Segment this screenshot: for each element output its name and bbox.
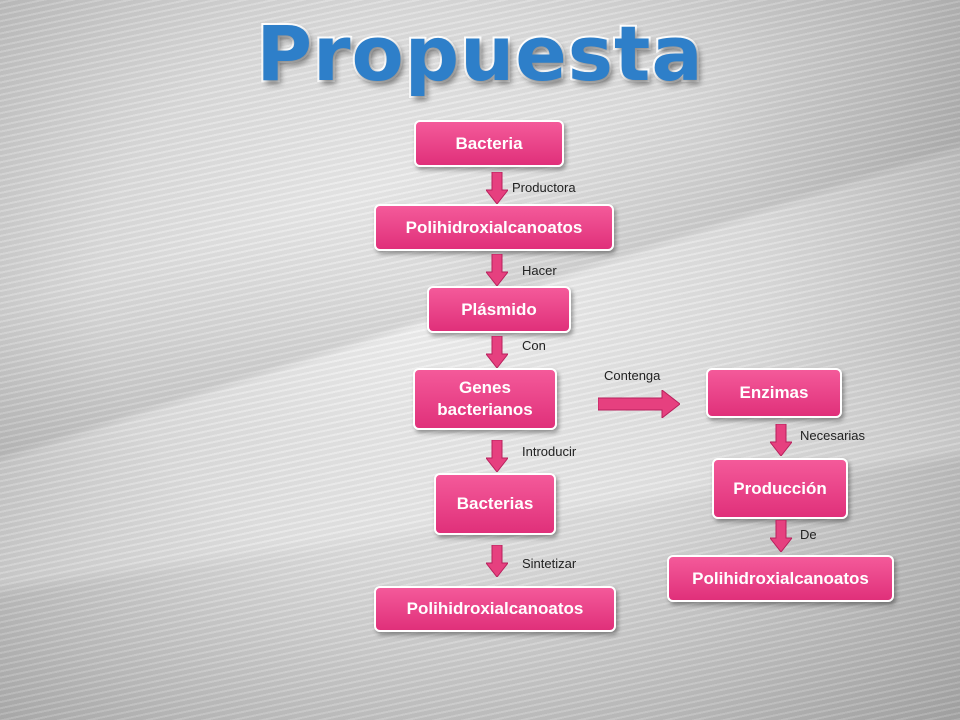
edge-label-de: De bbox=[800, 527, 817, 542]
arrow-down-icon bbox=[486, 440, 508, 472]
edge-label-contenga: Contenga bbox=[604, 368, 661, 383]
edge-label-con: Con bbox=[522, 338, 546, 353]
node-bacterias: Bacterias bbox=[434, 473, 556, 535]
edge-label-hacer: Hacer bbox=[522, 263, 557, 278]
arrow-down-icon bbox=[770, 424, 792, 456]
edge-label-introducir: Introducir bbox=[522, 444, 577, 459]
arrow-down-icon bbox=[486, 545, 508, 577]
node-genes-bacterianos: Genes bacterianos bbox=[413, 368, 557, 430]
edge-label-sintetizar: Sintetizar bbox=[522, 556, 577, 571]
arrow-right-icon bbox=[598, 390, 680, 418]
node-polihidroxialcanoatos-1: Polihidroxialcanoatos bbox=[374, 204, 614, 251]
node-plasmido: Plásmido bbox=[427, 286, 571, 333]
arrow-down-icon bbox=[486, 172, 508, 204]
arrow-down-icon bbox=[486, 254, 508, 286]
node-enzimas: Enzimas bbox=[706, 368, 842, 418]
node-bacteria: Bacteria bbox=[414, 120, 564, 167]
node-produccion: Producción bbox=[712, 458, 848, 519]
arrow-down-icon bbox=[770, 520, 792, 552]
edge-label-productora: Productora bbox=[512, 180, 576, 195]
edge-label-necesarias: Necesarias bbox=[800, 428, 866, 443]
node-polihidroxialcanoatos-2: Polihidroxialcanoatos bbox=[374, 586, 616, 632]
slide-title: Propuesta bbox=[254, 7, 704, 100]
node-polihidroxialcanoatos-3: Polihidroxialcanoatos bbox=[667, 555, 894, 602]
arrow-down-icon bbox=[486, 336, 508, 368]
